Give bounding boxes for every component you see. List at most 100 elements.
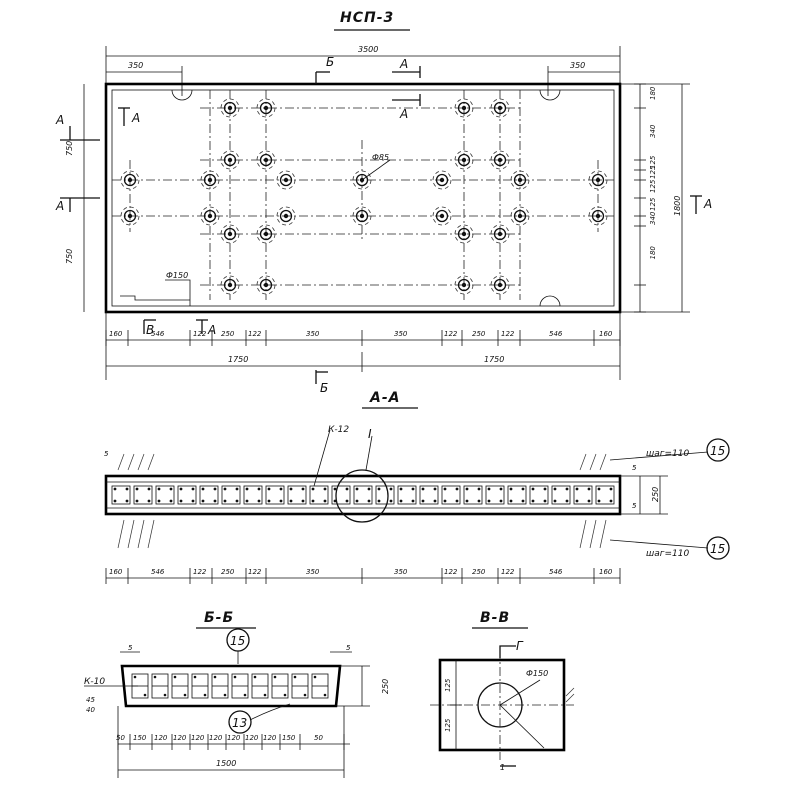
section-mark-a-bottom: А <box>207 323 216 337</box>
opening-outline <box>120 295 190 301</box>
dim-left-upper: 750 <box>65 141 74 156</box>
bb-rebar-cell <box>271 673 289 699</box>
dim-label: 160 <box>599 568 613 576</box>
rebar-cell <box>353 485 373 505</box>
bb-edge-left: 5 <box>128 644 133 652</box>
bb-rebar-cell <box>211 673 229 699</box>
bb-position-bottom-text: 13 <box>232 716 247 730</box>
socket-hole <box>454 275 474 295</box>
section-mark-a-top2: А <box>399 107 408 121</box>
bb-rebar <box>131 673 329 699</box>
rebar-cell <box>595 485 615 505</box>
section-mark-b-top: Б <box>326 55 334 69</box>
dim-right-top-offset: 350 <box>570 61 585 70</box>
dim-label: 150 <box>133 734 147 742</box>
section-bb-title: Б-Б <box>204 610 234 626</box>
dim-overall-length: 3500 <box>358 45 378 54</box>
bb-overall: 1500 <box>216 759 236 768</box>
rebar-cell <box>507 485 527 505</box>
rebar-cell <box>111 485 131 505</box>
rebar-cell <box>133 485 153 505</box>
socket-hole <box>510 206 530 226</box>
dim-label: 122 <box>444 330 458 338</box>
dim-aa-offset-side: 5 <box>632 502 637 510</box>
dim-label: 122 <box>193 568 207 576</box>
dim-label: 120 <box>154 734 168 742</box>
vv-hole <box>477 682 523 728</box>
section-mark-a-top: А <box>399 57 408 71</box>
position-mark-bottom-text: 15 <box>710 542 725 556</box>
rebar-cell <box>375 485 395 505</box>
label-f150-opening: Ф150 <box>166 271 188 280</box>
right-dim-label: 125 <box>649 155 657 169</box>
dim-label: 250 <box>472 568 486 576</box>
section-mark-a-inner: А <box>131 111 140 125</box>
bb-rebar-cell <box>151 673 169 699</box>
rebar-cell <box>463 485 483 505</box>
socket-hole <box>454 98 474 118</box>
rebar-cell <box>485 485 505 505</box>
section-mark-v: В <box>146 323 154 337</box>
rebar-cell <box>265 485 285 505</box>
position-mark-bottom <box>706 536 730 560</box>
dim-half-left: 1750 <box>228 355 248 364</box>
rebar-cell <box>551 485 571 505</box>
bb-rebar-cell <box>251 673 269 699</box>
rebar-cell <box>331 485 351 505</box>
note-step-top: шаг=110 <box>646 449 689 459</box>
bb-height: 250 <box>381 679 390 694</box>
right-dim-label: 125 <box>649 165 657 179</box>
section-aa-outline <box>104 474 622 516</box>
socket-hole <box>120 206 140 226</box>
socket-hole <box>256 224 276 244</box>
dim-label: 250 <box>221 330 235 338</box>
vv-callout-g: Г <box>516 639 524 653</box>
dim-label: 250 <box>221 568 235 576</box>
corner-arc-tl <box>171 89 193 101</box>
dim-label: 160 <box>599 330 613 338</box>
rebar-cell <box>309 485 329 505</box>
dim-label: 546 <box>151 568 165 576</box>
dim-label: 546 <box>549 568 563 576</box>
hatch-right <box>579 453 607 549</box>
bb-position-top-text: 15 <box>230 634 245 648</box>
socket-hole <box>510 170 530 190</box>
leader-f85 <box>361 159 391 181</box>
socket-hole <box>120 170 140 190</box>
dim-label: 120 <box>263 734 277 742</box>
note-step-bottom: шаг=110 <box>646 549 689 559</box>
slab-outline <box>104 82 622 314</box>
rebar-cell <box>573 485 593 505</box>
corner-arc-tr <box>539 89 561 101</box>
dim-label: 120 <box>191 734 205 742</box>
dim-aa-height: 250 <box>651 487 660 502</box>
dim-height-total: 1800 <box>673 196 682 216</box>
socket-hole <box>352 206 372 226</box>
rebar-cell <box>397 485 417 505</box>
dim-label: 160 <box>109 568 123 576</box>
socket-hole <box>256 98 276 118</box>
socket-hole <box>256 275 276 295</box>
section-mark-a-left-bot: А <box>55 199 64 213</box>
socket-hole <box>276 170 296 190</box>
dim-label: 160 <box>109 330 123 338</box>
section-aa: К-12 I шаг=110 15 шаг=110 15 250 5 5 5 1… <box>104 425 730 584</box>
rebar-cell <box>155 485 175 505</box>
rebar-cages <box>111 485 615 505</box>
bb-rebar-cell <box>291 673 309 699</box>
hatch-left <box>117 453 155 549</box>
vv-section-arrow: 1 <box>500 763 505 772</box>
dim-label: 120 <box>209 734 223 742</box>
position-mark-top <box>706 438 730 462</box>
socket-hole <box>256 150 276 170</box>
vv-dim-top: 125 <box>444 678 452 692</box>
section-mark-a-right: А <box>703 197 712 211</box>
right-dim-label: 125 <box>649 197 657 211</box>
dim-half-right: 1750 <box>484 355 504 364</box>
socket-hole <box>490 150 510 170</box>
bb-left-offset-b: 40 <box>86 706 95 714</box>
vv-hole-dia: Ф150 <box>526 669 548 678</box>
